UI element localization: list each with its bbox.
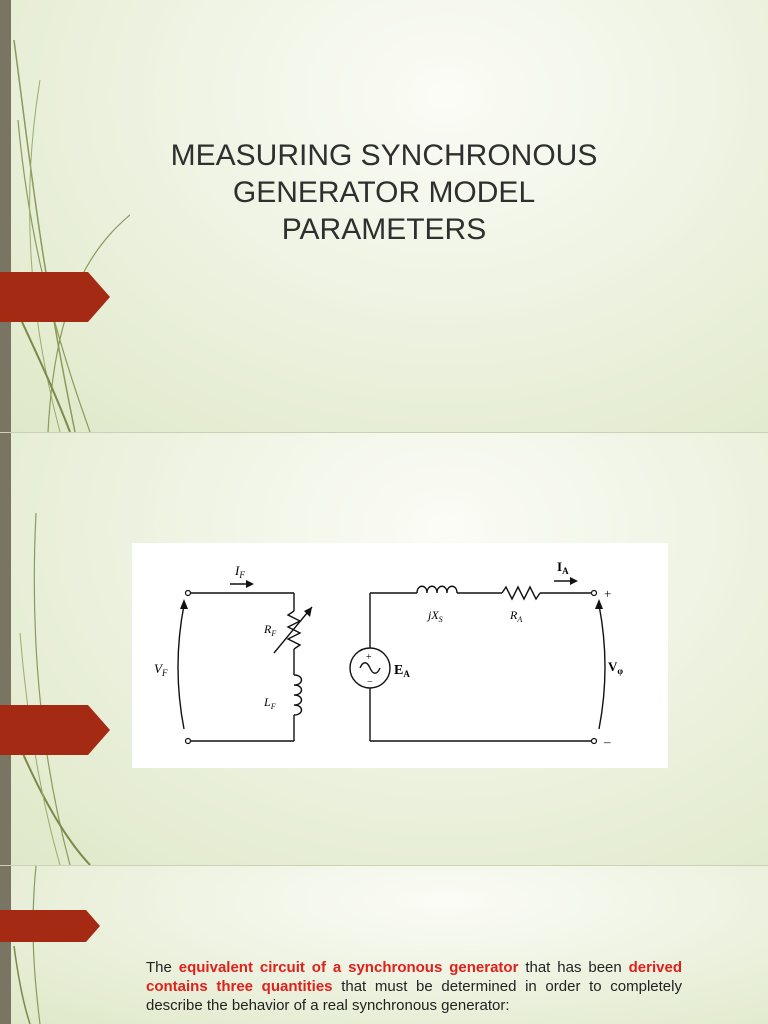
slide-title: MEASURING SYNCHRONOUS GENERATOR MODEL PA… <box>0 0 768 432</box>
sync-reactance-label: jXS <box>426 608 443 624</box>
arrow-tab-marker <box>0 272 110 322</box>
title-line-2: GENERATOR MODEL <box>232 176 536 209</box>
left-accent-bar <box>0 866 11 1024</box>
slide-text: The equivalent circuit of a synchronous … <box>0 866 768 1024</box>
left-accent-bar <box>0 0 11 432</box>
slide-divider <box>0 865 768 866</box>
equivalent-circuit-diagram: IF VF RF LF jXS RA IA EA Vφ + – + − <box>132 543 668 768</box>
field-inductance-label: LF <box>263 695 276 711</box>
source-minus-sign: − <box>367 677 373 688</box>
plus-terminal-label: + <box>604 586 611 601</box>
title-line-1: MEASURING SYNCHRONOUS <box>170 139 598 172</box>
arrow-tab-marker <box>0 705 110 755</box>
decorative-swirl <box>11 39 130 432</box>
minus-terminal-label: – <box>603 734 611 749</box>
armature-current-label: IA <box>557 559 569 576</box>
decorative-swirl <box>13 866 41 1024</box>
internal-emf-label: EA <box>394 663 410 679</box>
text-run: that must be determined in order to comp… <box>146 978 682 1014</box>
highlight-three-quantities: derived contains three quantities <box>146 959 682 995</box>
slide-divider <box>0 432 768 433</box>
field-voltage-label: VF <box>154 661 168 678</box>
field-current-label: IF <box>234 563 245 580</box>
slide-title-text: MEASURING SYNCHRONOUS GENERATOR MODEL PA… <box>120 137 648 248</box>
phase-voltage-label: Vφ <box>608 659 623 676</box>
title-line-3: PARAMETERS <box>281 213 487 246</box>
highlight-equivalent-circuit: equivalent circuit of a synchronous gene… <box>178 959 519 976</box>
circuit-svg: IF VF RF LF jXS RA IA EA Vφ + – + − <box>154 559 623 749</box>
intro-paragraph: The equivalent circuit of a synchronous … <box>146 958 682 1015</box>
decorative-swirl <box>13 512 91 865</box>
source-plus-sign: + <box>366 652 372 663</box>
arrow-tab-marker <box>0 910 100 942</box>
left-accent-bar <box>0 433 11 865</box>
text-run: The <box>146 959 179 976</box>
slide-circuit: IF VF RF LF jXS RA IA EA Vφ + – + − <box>0 433 768 865</box>
armature-resistance-label: RA <box>509 608 522 624</box>
field-resistance-label: RF <box>263 622 276 638</box>
text-run: that has been <box>518 959 629 976</box>
